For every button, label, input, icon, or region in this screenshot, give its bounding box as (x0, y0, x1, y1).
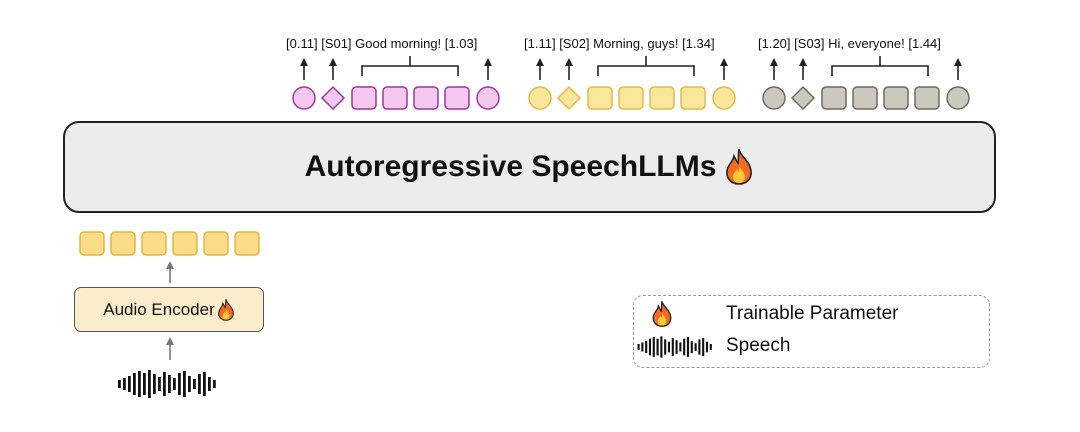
waveform-bar (686, 337, 690, 357)
waveform-bar (128, 376, 131, 392)
waveform-bar (183, 371, 186, 397)
waveform-bar (671, 337, 674, 357)
text-token (618, 86, 644, 110)
waveform-bar (656, 338, 659, 356)
text-token (883, 86, 909, 110)
text-token (351, 86, 377, 110)
waveform-bar (641, 342, 644, 352)
text-token (680, 86, 706, 110)
waveform-bar (683, 338, 686, 356)
text-brace (361, 56, 459, 76)
waveform-bar (648, 338, 652, 356)
waveform-bar (168, 375, 171, 393)
segment-1-text: Good morning! (355, 36, 442, 51)
text-token (587, 86, 613, 110)
waveform-bar (163, 372, 166, 396)
waveform-bar (698, 339, 701, 355)
waveform-bar (664, 339, 667, 355)
speechllm-title-row: Autoregressive SpeechLLMs (65, 123, 994, 211)
waveform-bar (667, 341, 671, 353)
waveform-bar (173, 378, 176, 390)
audio-token (79, 231, 105, 256)
segment-3-text: Hi, everyone! (828, 36, 905, 51)
start-timestamp-token (762, 86, 786, 110)
start-timestamp-token (528, 86, 552, 110)
waveform-bar (148, 370, 151, 398)
waveform-bar (709, 343, 712, 351)
audio-encoder-label: Audio Encoder (103, 299, 215, 319)
flame-icon (652, 301, 672, 327)
flame-icon (726, 149, 753, 185)
audio-token (141, 231, 167, 256)
waveform-bar (138, 371, 141, 397)
text-token (649, 86, 675, 110)
segment-1-end: [1.03] (444, 36, 478, 51)
waveform-bar (702, 337, 705, 357)
text-brace (831, 56, 929, 76)
waveform-bar (679, 342, 682, 352)
speaker-token (320, 85, 346, 111)
audio-token (110, 231, 136, 256)
legend-trainable-label: Trainable Parameter (726, 303, 899, 324)
waveform-bar (213, 380, 216, 388)
waveform-bar (178, 373, 181, 395)
segment-2-text: Morning, guys! (593, 36, 679, 51)
segment-3-label: [1.20] [S03] Hi, everyone! [1.44] (758, 36, 941, 51)
segment-3-start: [1.20] (758, 36, 791, 51)
segment-2-label: [1.11] [S02] Morning, guys! [1.34] (524, 36, 715, 51)
waveform-bar (133, 373, 136, 395)
end-timestamp-token (476, 86, 500, 110)
speaker-token (556, 85, 582, 111)
legend-box (633, 295, 990, 368)
waveform-bar (143, 373, 146, 395)
text-token (852, 86, 878, 110)
legend-speech-label: Speech (726, 335, 791, 356)
waveform-bar (193, 379, 196, 389)
segment-3-end: [1.44] (908, 36, 941, 51)
speechllm-title: Autoregressive SpeechLLMs (304, 150, 717, 183)
waveform-bar (652, 337, 655, 357)
waveform-bar (158, 377, 161, 391)
waveform-bar (675, 340, 678, 354)
segment-2-end: [1.34] (682, 36, 715, 51)
text-brace (597, 56, 695, 76)
waveform-bar (123, 378, 126, 390)
segment-2-start: [1.11] (524, 36, 556, 51)
speaker-token (790, 85, 816, 111)
text-token (413, 86, 439, 110)
waveform-bar (203, 372, 206, 396)
waveform-bar (637, 343, 640, 351)
waveform-bar (705, 341, 709, 353)
audio-token (172, 231, 198, 256)
end-timestamp-token (946, 86, 970, 110)
text-token (914, 86, 940, 110)
segment-3-speaker: [S03] (794, 36, 825, 51)
text-token (382, 86, 408, 110)
segment-1-label: [0.11] [S01] Good morning! [1.03] (286, 36, 477, 51)
audio-token (203, 231, 229, 256)
segment-2-speaker: [S02] (559, 36, 590, 51)
waveform-bar (153, 374, 156, 394)
segment-1-start: [0.11] (286, 36, 318, 51)
waveform-bar (690, 340, 693, 354)
waveform-bar (694, 343, 697, 351)
waveform-bar (198, 374, 201, 394)
end-timestamp-token (712, 86, 736, 110)
speechllm-box: Autoregressive SpeechLLMs (63, 121, 996, 213)
audio-encoder-box: Audio Encoder (74, 287, 264, 332)
audio-token (234, 231, 260, 256)
waveform-bar (188, 376, 191, 392)
waveform-bar (208, 377, 211, 391)
waveform-bar (660, 336, 663, 358)
text-token (821, 86, 847, 110)
start-timestamp-token (292, 86, 316, 110)
waveform-bar (645, 340, 648, 354)
waveform-icon (118, 370, 216, 398)
text-token (444, 86, 470, 110)
waveform-bar (118, 380, 121, 388)
segment-1-speaker: [S01] (321, 36, 352, 51)
waveform-icon (637, 336, 712, 358)
flame-icon (217, 298, 234, 321)
